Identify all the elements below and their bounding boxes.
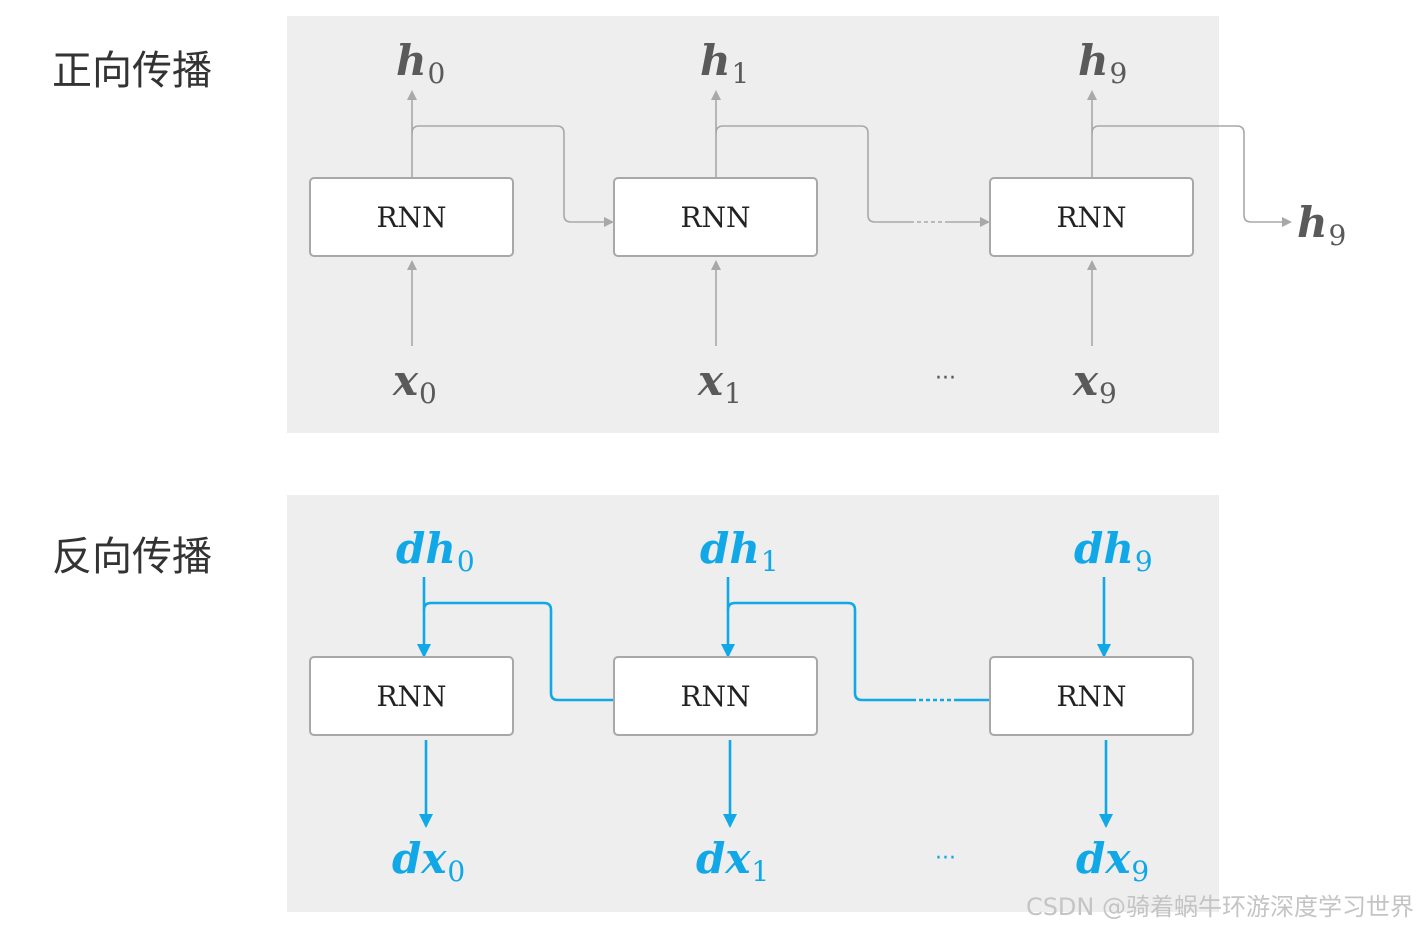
backward-rnn-cell-0: RNN xyxy=(309,656,514,736)
backward-grad-out-2: dx9 xyxy=(1076,838,1149,886)
forward-input-sub: 9 xyxy=(1099,377,1117,410)
forward-output-var: h xyxy=(700,36,731,85)
backward-grad-out-var: dx xyxy=(1076,834,1131,883)
forward-output-var: h xyxy=(1078,36,1109,85)
backward-grad-in-sub: 0 xyxy=(456,545,475,578)
forward-rnn-cell-0: RNN xyxy=(309,177,514,257)
backward-grad-in-var: dh xyxy=(1074,524,1134,573)
backward-grad-in-0: dh0 xyxy=(396,528,475,576)
backward-grad-out-1: dx1 xyxy=(696,838,769,886)
forward-input-0: x0 xyxy=(393,360,437,408)
forward-input-var: x xyxy=(393,356,419,405)
forward-rnn-cell-2: RNN xyxy=(989,177,1194,257)
backward-grad-out-sub: 0 xyxy=(447,855,466,888)
backward-rnn-cell-2: RNN xyxy=(989,656,1194,736)
forward-input-sub: 0 xyxy=(419,377,437,410)
backward-grad-out-var: dx xyxy=(392,834,447,883)
forward-input-2: x9 xyxy=(1073,360,1117,408)
forward-output-0: h0 xyxy=(396,40,445,88)
backward-title: 反向传播 xyxy=(52,534,212,580)
forward-output-var: h xyxy=(396,36,427,85)
backward-grad-in-2: dh9 xyxy=(1074,528,1153,576)
forward-final-output: h9 xyxy=(1297,202,1346,250)
forward-title: 正向传播 xyxy=(52,48,212,94)
forward-output-1: h1 xyxy=(700,40,749,88)
backward-grad-in-sub: 9 xyxy=(1134,545,1153,578)
forward-final-var: h xyxy=(1297,198,1328,247)
forward-input-sub: 1 xyxy=(724,377,742,410)
forward-output-sub: 9 xyxy=(1109,57,1128,90)
forward-input-1: x1 xyxy=(698,360,742,408)
backward-grad-in-sub: 1 xyxy=(760,545,779,578)
forward-input-var: x xyxy=(698,356,724,405)
forward-rnn-cell-1: RNN xyxy=(613,177,818,257)
backward-grad-out-sub: 9 xyxy=(1131,855,1150,888)
backward-grad-in-1: dh1 xyxy=(700,528,779,576)
backward-grad-in-var: dh xyxy=(396,524,456,573)
backward-rnn-cell-1: RNN xyxy=(613,656,818,736)
forward-output-sub: 1 xyxy=(731,57,750,90)
forward-ellipsis: ··· xyxy=(935,366,956,391)
backward-grad-out-var: dx xyxy=(696,834,751,883)
backward-grad-out-0: dx0 xyxy=(392,838,465,886)
forward-input-var: x xyxy=(1073,356,1099,405)
backward-grad-in-var: dh xyxy=(700,524,760,573)
forward-final-sub: 9 xyxy=(1328,219,1347,252)
forward-output-2: h9 xyxy=(1078,40,1127,88)
forward-output-sub: 0 xyxy=(427,57,446,90)
backward-ellipsis: ··· xyxy=(935,846,956,871)
watermark: CSDN @骑着蜗牛环游深度学习世界 xyxy=(1025,893,1414,921)
backward-grad-out-sub: 1 xyxy=(751,855,770,888)
